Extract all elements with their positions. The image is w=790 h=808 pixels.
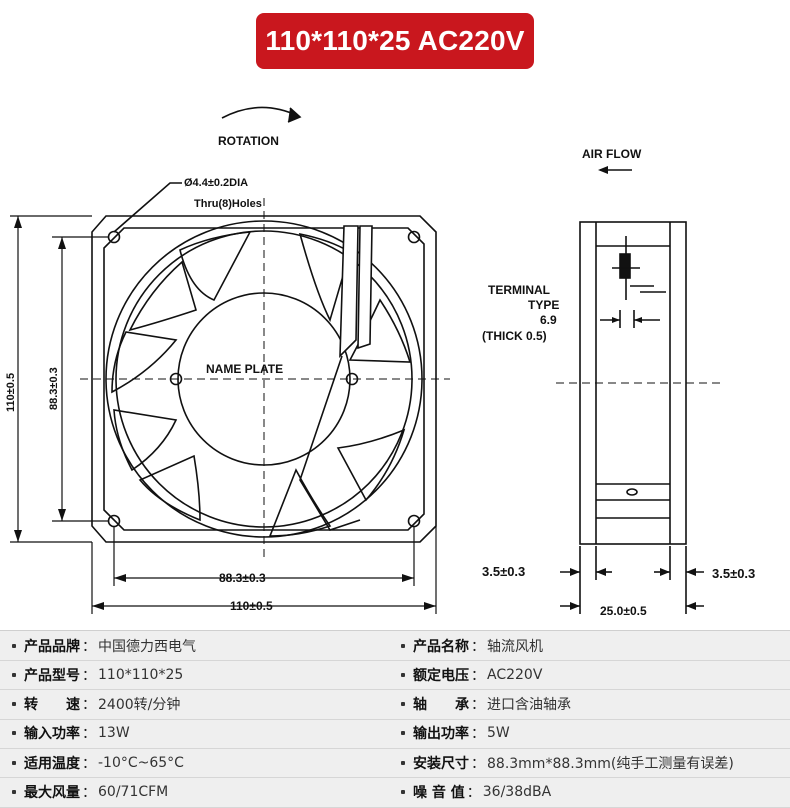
spec-row: 产品品牌：中国德力西电气产品名称：轴流风机 bbox=[0, 631, 790, 661]
spec-label: 安装尺寸 bbox=[413, 755, 469, 772]
spec-value: 进口含油轴承 bbox=[487, 697, 571, 714]
spec-value: 36/38dBA bbox=[482, 784, 552, 800]
dim-side-left: 3.5±0.3 bbox=[482, 564, 525, 579]
mount-hole-tr bbox=[407, 230, 421, 244]
dim-inner-vertical: 88.3±0.3 bbox=[48, 367, 60, 410]
spec-colon: ： bbox=[471, 638, 485, 655]
name-plate-label: NAME PLATE bbox=[206, 362, 283, 376]
bullet-icon bbox=[401, 643, 405, 648]
spec-cell-right: 安装尺寸：88.3mm*88.3mm(纯手工测量有误差) bbox=[401, 748, 734, 777]
dim-outer-vertical: 110±0.5 bbox=[5, 373, 17, 412]
spec-colon: ： bbox=[82, 697, 96, 714]
airflow-label: AIR FLOW bbox=[582, 147, 642, 161]
spec-label: 输出功率 bbox=[413, 726, 469, 743]
spec-value: 2400转/分钟 bbox=[98, 697, 181, 714]
spec-label: 产品品牌 bbox=[24, 638, 80, 655]
bullet-icon bbox=[12, 790, 16, 794]
spec-colon: ： bbox=[471, 667, 485, 684]
fan-frame-inner bbox=[103, 227, 425, 531]
bullet-icon bbox=[12, 731, 16, 736]
spec-value: 5W bbox=[487, 725, 510, 742]
spec-cell-right: 轴 承：进口含油轴承 bbox=[401, 690, 571, 719]
spec-value: AC220V bbox=[487, 666, 543, 683]
dim-side-right: 3.5±0.3 bbox=[712, 566, 755, 581]
spec-label: 最大风量 bbox=[24, 785, 80, 801]
spec-colon: ： bbox=[82, 726, 96, 743]
spec-cell-right: 噪 音 值：36/38dBA bbox=[401, 778, 551, 807]
spec-label: 产品型号 bbox=[24, 667, 80, 684]
bullet-icon bbox=[12, 702, 16, 707]
spec-value: 13W bbox=[98, 725, 130, 742]
bullet-icon bbox=[12, 760, 16, 765]
spec-colon: ： bbox=[82, 755, 96, 772]
bullet-icon bbox=[401, 760, 405, 765]
bullet-icon bbox=[401, 672, 405, 677]
bullet-icon bbox=[401, 790, 405, 794]
dim-outer-horizontal: 110±0.5 bbox=[230, 599, 273, 613]
spec-value: 轴流风机 bbox=[487, 638, 543, 655]
bullet-icon bbox=[12, 672, 16, 677]
spec-row: 转 速：2400转/分钟轴 承：进口含油轴承 bbox=[0, 690, 790, 720]
side-view-body bbox=[579, 221, 687, 545]
spec-label: 额定电压 bbox=[413, 667, 469, 684]
spec-label: 产品名称 bbox=[413, 638, 469, 655]
dim-inner-horizontal: 88.3±0.3 bbox=[219, 571, 266, 585]
spec-value: 88.3mm*88.3mm(纯手工测量有误差) bbox=[487, 755, 734, 772]
spec-colon: ： bbox=[466, 785, 481, 801]
spec-cell-left: 适用温度：-10°C~65°C bbox=[12, 748, 184, 777]
fan-dimension-drawing: ROTATION Ø4.4±0.2DIA Thru(8)Holes NAME P… bbox=[5, 106, 755, 618]
bullet-icon bbox=[12, 643, 16, 648]
spec-colon: ： bbox=[471, 697, 485, 714]
bullet-icon bbox=[401, 731, 405, 736]
hole-count-label: Thru(8)Holes bbox=[194, 198, 262, 210]
mount-hole-ml bbox=[169, 372, 183, 386]
spec-label: 转 速 bbox=[24, 697, 80, 714]
spec-cell-right: 额定电压：AC220V bbox=[401, 660, 542, 689]
spec-label: 噪 音 值 bbox=[413, 785, 465, 801]
dim-depth: 25.0±0.5 bbox=[600, 604, 647, 618]
spec-cell-left: 转 速：2400转/分钟 bbox=[12, 690, 180, 719]
spec-label: 适用温度 bbox=[24, 755, 80, 772]
spec-value: -10°C~65°C bbox=[98, 754, 184, 771]
spec-colon: ： bbox=[82, 667, 96, 684]
spec-cell-left: 产品品牌：中国德力西电气 bbox=[12, 631, 196, 660]
spec-colon: ： bbox=[82, 785, 96, 801]
fan-frame-outline bbox=[91, 215, 437, 543]
spec-colon: ： bbox=[82, 638, 96, 655]
spec-label: 轴 承 bbox=[413, 697, 469, 714]
rotation-arrow bbox=[221, 106, 299, 119]
spec-value: 中国德力西电气 bbox=[98, 638, 196, 655]
spec-cell-left: 产品型号：110*110*25 bbox=[12, 660, 183, 689]
spec-value: 110*110*25 bbox=[98, 666, 184, 683]
hole-spec-label: Ø4.4±0.2DIA bbox=[184, 177, 248, 189]
spec-cell-right: 输出功率：5W bbox=[401, 719, 510, 748]
spec-value: 60/71CFM bbox=[98, 784, 169, 800]
spec-cell-left: 最大风量：60/71CFM bbox=[12, 778, 168, 807]
rotation-label: ROTATION bbox=[218, 134, 279, 148]
title-text: 110*110*25 AC220V bbox=[265, 25, 525, 56]
terminal-label-1: TERMINAL bbox=[488, 283, 550, 297]
spec-cell-left: 输入功率：13W bbox=[12, 719, 130, 748]
terminal-label-3: 6.9 bbox=[540, 313, 557, 327]
bullet-icon bbox=[401, 702, 405, 707]
terminal-label-4: (THICK 0.5) bbox=[482, 329, 547, 343]
spec-colon: ： bbox=[471, 755, 485, 772]
terminal-label-2: TYPE bbox=[528, 298, 559, 312]
spec-cell-right: 产品名称：轴流风机 bbox=[401, 631, 543, 660]
spec-colon: ： bbox=[471, 726, 485, 743]
spec-label: 输入功率 bbox=[24, 726, 80, 743]
title-banner: 110*110*25 AC220V bbox=[256, 13, 534, 69]
